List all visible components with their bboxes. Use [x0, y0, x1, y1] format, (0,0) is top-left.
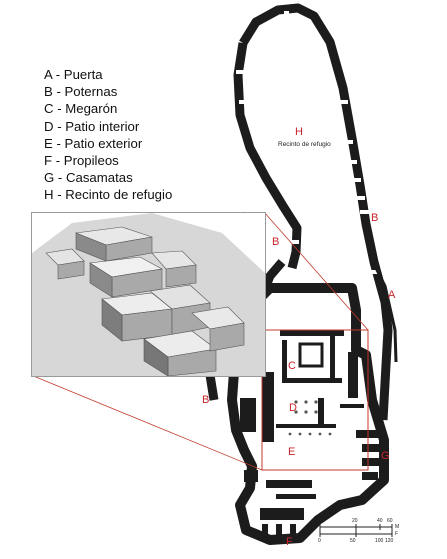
- legend-item-b: B - Poternas: [44, 84, 118, 100]
- legend-item-e: E - Patio exterior: [44, 135, 143, 151]
- legend-item-f: F - Propileos: [44, 153, 119, 169]
- interior-structures: [240, 330, 380, 536]
- scale-unit-m: M: [395, 524, 400, 530]
- scale-unit-ft: F: [395, 531, 399, 537]
- legend-item-h: H - Recinto de refugio: [44, 187, 173, 203]
- scale-ft-0: 0: [318, 538, 321, 544]
- inset-connector-lines: [30, 211, 369, 471]
- reconstruction-inset: [31, 212, 266, 377]
- label-d: D: [289, 402, 297, 414]
- label-c: C: [288, 360, 296, 372]
- legend-item-c: C - Megarón: [44, 101, 118, 117]
- legend-item-a: A - Puerta: [44, 67, 103, 82]
- label-b-left-wall: B: [272, 236, 280, 248]
- scale-m-20: 20: [352, 518, 358, 524]
- scale-ft-50: 50: [350, 538, 356, 544]
- label-h: H: [295, 126, 303, 138]
- label-b-upper-right: B: [371, 212, 379, 224]
- label-b-lower-left: B: [202, 394, 210, 406]
- refuge-wall-gaps: [236, 11, 379, 274]
- label-e: E: [288, 446, 296, 458]
- label-recinto-de-refugio: Recinto de refugio: [278, 141, 331, 148]
- legend-item-g: G - Casamatas: [44, 170, 133, 186]
- scale-ft-120: 120: [385, 538, 394, 544]
- legend-item-d: D - Patio interior: [44, 118, 140, 134]
- label-g: G: [381, 450, 390, 462]
- palace-highlight-box: [261, 329, 369, 471]
- legend-list: A - Puerta B - Poternas C - Megarón D - …: [44, 66, 172, 204]
- reconstruction-3d-view: [32, 213, 265, 376]
- scale-bar: [319, 524, 393, 537]
- scale-m-0: 0: [318, 518, 321, 524]
- scale-m-40: 40: [377, 518, 383, 524]
- label-f: F: [286, 536, 293, 548]
- label-a: A: [388, 289, 396, 301]
- scale-m-60: 60: [387, 518, 393, 524]
- scale-ft-100: 100: [375, 538, 384, 544]
- patio-dot-grid: [288, 400, 332, 436]
